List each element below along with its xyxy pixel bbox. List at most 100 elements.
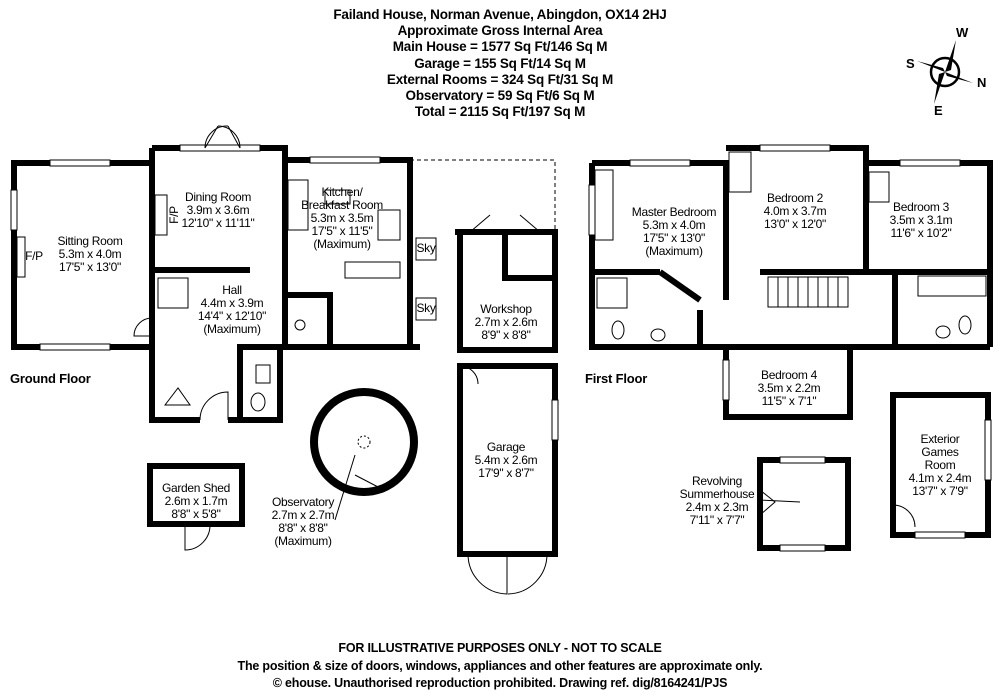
kitchen-window	[309, 156, 381, 164]
total-area: Total = 2115 Sq Ft/197 Sq M	[414, 104, 586, 120]
kitchen-sink	[324, 189, 351, 205]
summerhouse-imperial: 7'11" x 7'7"	[690, 513, 745, 527]
hall-metric: 4.4m x 3.9m	[201, 296, 264, 310]
bedroom-4-window	[722, 359, 730, 401]
ground-floor-title: Ground Floor	[10, 371, 91, 386]
bedroom-4-metric: 3.5m x 2.2m	[758, 381, 821, 395]
summerhouse-window	[779, 456, 826, 464]
dining-room-metric: 3.9m x 3.6m	[187, 203, 250, 217]
dining-room-window	[179, 144, 261, 152]
master-bedroom-name: Master Bedroom	[632, 205, 717, 219]
bedroom-3-metric: 3.5m x 3.1m	[890, 213, 953, 227]
ensuite-shower	[596, 277, 628, 309]
area-header: Failand House, Norman Avenue, Abingdon, …	[0, 7, 1000, 120]
kitchen-island	[344, 261, 401, 279]
sitting-room-fp-label: F/P	[25, 249, 43, 263]
area-heading: Approximate Gross Internal Area	[397, 23, 603, 39]
garage-name: Garage	[487, 440, 526, 454]
bathroom-walls	[895, 269, 990, 350]
garage-side-door	[459, 365, 479, 385]
kitchen-name-line2: Breakfast Room	[301, 198, 383, 212]
sky-box-lower	[415, 297, 437, 321]
sitting-room-window	[49, 159, 111, 167]
workshop-walls	[455, 229, 558, 353]
compass-icon: W S N E	[906, 25, 986, 118]
cloakroom-toilet	[250, 392, 266, 412]
bedroom-2-wardrobe	[728, 151, 752, 193]
observatory-walls	[310, 388, 418, 496]
covered-area-outline	[410, 159, 556, 230]
ensuite-walls	[589, 269, 703, 350]
games-room-name-line1: Exterior	[921, 432, 960, 446]
bedroom-3-name: Bedroom 3	[893, 200, 950, 214]
master-wardrobe	[594, 169, 614, 241]
bathroom-basin	[935, 325, 951, 339]
dining-room-door-swing	[204, 125, 241, 149]
kitchen-counter-west	[287, 179, 309, 231]
bathroom-toilet	[958, 315, 972, 335]
sitting-room-fireplace	[16, 236, 26, 278]
master-bedroom-imperial: 17'5" x 13'0"	[643, 231, 705, 245]
summerhouse-metric: 2.4m x 2.3m	[686, 500, 749, 514]
cloakroom-walls	[237, 344, 283, 423]
workshop-doors	[469, 214, 541, 233]
ensuite-basin	[650, 328, 666, 342]
workshop-name: Workshop	[480, 302, 532, 316]
hall-front-door	[133, 317, 153, 337]
bedroom-3-window	[899, 159, 961, 167]
games-room-imperial: 13'7" x 7'9"	[912, 484, 968, 498]
bedroom-2-window	[759, 144, 831, 152]
ground-floor-plan	[10, 125, 559, 595]
summerhouse-window-south	[779, 544, 826, 552]
bedroom-2-metric: 4.0m x 3.7m	[764, 204, 827, 218]
hall-staircase	[157, 277, 189, 309]
bedroom-4-name: Bedroom 4	[761, 368, 818, 382]
garden-shed-name: Garden Shed	[162, 481, 230, 495]
master-bedroom-metric: 5.3m x 4.0m	[643, 218, 706, 232]
kitchen-hob	[377, 209, 401, 241]
kitchen-imperial: 17'5" x 11'5"	[311, 224, 372, 238]
games-room-door	[892, 504, 916, 528]
cloakroom-basin	[255, 364, 271, 384]
dining-room-imperial: 12'10" x 11'11"	[182, 216, 255, 230]
disclaimer-line-1: FOR ILLUSTRATIVE PURPOSES ONLY - NOT TO …	[338, 641, 662, 655]
rear-corridor-walls	[330, 295, 420, 350]
sky-label-upper: Sky	[416, 241, 435, 255]
bedroom-2-name: Bedroom 2	[767, 191, 824, 205]
bedroom-2-imperial: 13'0" x 12'0"	[764, 217, 826, 231]
games-room-metric: 4.1m x 2.4m	[909, 471, 972, 485]
bedroom-3-walls	[866, 160, 993, 347]
observatory-pointer	[334, 454, 356, 521]
games-room-name-line2: Games	[921, 445, 958, 459]
utility-boiler	[294, 319, 306, 331]
garden-shed-metric: 2.6m x 1.7m	[165, 494, 228, 508]
kitchen-metric: 5.3m x 3.5m	[311, 211, 374, 225]
garage-metric: 5.4m x 2.6m	[475, 453, 538, 467]
first-floor-plan	[588, 144, 993, 552]
workshop-imperial: 8'9" x 8'8"	[481, 328, 530, 342]
copyright-line: © ehouse. Unauthorised reproduction proh…	[272, 676, 728, 690]
sitting-room-name: Sitting Room	[57, 234, 122, 248]
summerhouse-name-line2: Summerhouse	[680, 487, 755, 501]
observatory-note: (Maximum)	[274, 534, 332, 548]
utility-walls	[282, 292, 333, 350]
kitchen-note: (Maximum)	[313, 237, 371, 251]
master-bedroom-window-west	[588, 184, 596, 236]
bedroom-3-imperial: 11'6" x 10'2"	[890, 226, 951, 240]
summerhouse-door	[759, 489, 776, 516]
summerhouse-pointer	[759, 499, 801, 503]
dining-room-name: Dining Room	[185, 190, 251, 204]
garden-shed-door	[184, 523, 211, 551]
sky-box-upper	[415, 237, 437, 261]
observatory-door	[354, 474, 381, 489]
compass-north-label: N	[977, 75, 986, 90]
room-labels: Sitting Room 5.3m x 4.0m 17'5" x 13'0" F…	[10, 185, 972, 548]
sky-label-lower: Sky	[416, 301, 435, 315]
kitchen-name-line1: Kitchen/	[322, 185, 364, 199]
workshop-metric: 2.7m x 2.6m	[475, 315, 538, 329]
compass-west-label: W	[956, 25, 969, 40]
garden-shed-walls	[147, 463, 245, 527]
hall-note: (Maximum)	[203, 322, 261, 336]
sitting-room-metric: 5.3m x 4.0m	[59, 247, 122, 261]
